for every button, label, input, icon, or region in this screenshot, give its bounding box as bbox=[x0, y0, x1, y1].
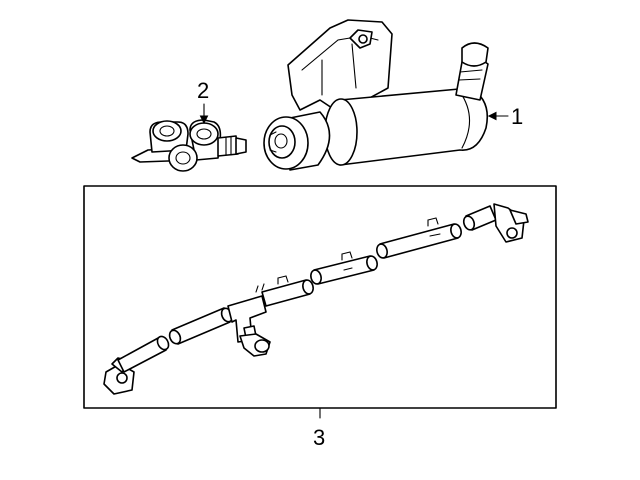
connector-fitting bbox=[131, 119, 247, 172]
hose-assembly bbox=[103, 203, 529, 395]
callout-1: 1 bbox=[487, 104, 523, 129]
callout-2: 2 bbox=[197, 78, 209, 125]
callout-1-label: 1 bbox=[511, 104, 523, 129]
callout-3: 3 bbox=[313, 407, 325, 450]
callout-3-label: 3 bbox=[313, 425, 325, 450]
callout-2-label: 2 bbox=[197, 78, 209, 103]
washer-pump-cylinder bbox=[263, 19, 489, 171]
